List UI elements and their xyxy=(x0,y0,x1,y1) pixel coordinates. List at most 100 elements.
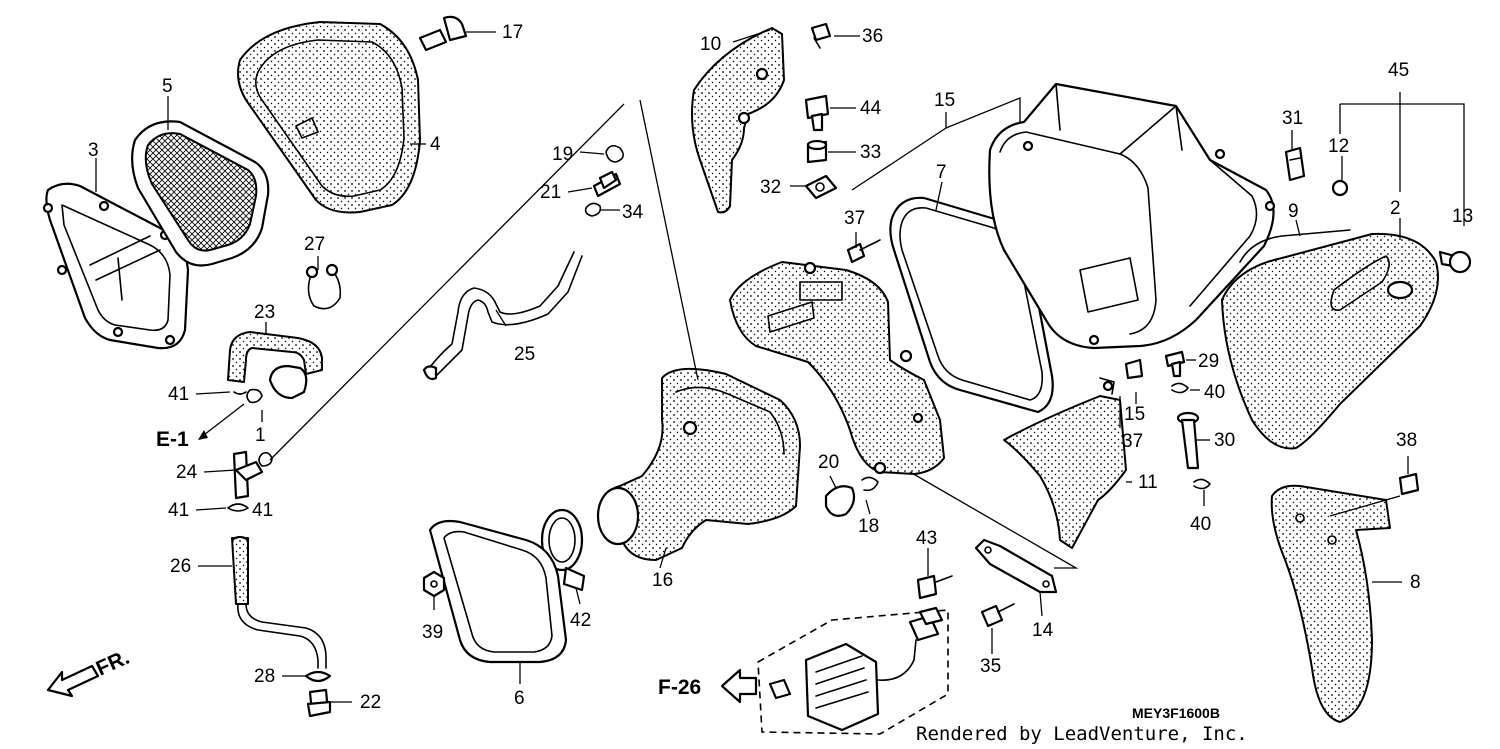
part-11-guard-plate xyxy=(1003,395,1127,549)
callout-41-right: 41 xyxy=(252,500,273,521)
part-31-clip xyxy=(1284,146,1306,182)
part-14-bracket xyxy=(974,538,1058,594)
part-18-clip xyxy=(861,476,879,492)
part-35-screw xyxy=(980,603,1015,628)
callout-14: 14 xyxy=(1032,620,1054,641)
part-9-side-cover-seal xyxy=(1239,229,1351,263)
part-4-air-cleaner-cover xyxy=(237,21,421,214)
callout-23: 23 xyxy=(254,302,275,323)
part-30-bolt xyxy=(1176,411,1200,470)
callout-2: 2 xyxy=(1390,198,1401,219)
callout-20: 20 xyxy=(818,452,839,473)
callout-28: 28 xyxy=(254,666,275,687)
part-42-band xyxy=(540,508,586,592)
part-5-air-filter-element xyxy=(131,120,270,267)
part-40-washer-upper xyxy=(1171,382,1189,394)
callout-24: 24 xyxy=(176,462,198,483)
callout-38: 38 xyxy=(1396,430,1417,451)
part-8-mud-guard xyxy=(1270,484,1391,723)
callout-39: 39 xyxy=(422,622,443,643)
part-44-bolt xyxy=(804,94,830,132)
callout-5: 5 xyxy=(162,76,173,97)
callout-40-lower: 40 xyxy=(1190,514,1211,535)
callout-32: 32 xyxy=(760,177,781,198)
part-33-collar xyxy=(806,139,828,164)
callout-1: 1 xyxy=(255,425,266,446)
part-34-clip xyxy=(584,202,602,217)
callout-15-upper: 15 xyxy=(934,90,955,111)
callout-40-upper: 40 xyxy=(1204,382,1225,403)
callout-6: 6 xyxy=(514,688,525,709)
callout-16: 16 xyxy=(652,570,673,591)
callout-12: 12 xyxy=(1328,136,1349,157)
callout-41-upper: 41 xyxy=(168,384,189,405)
part-19-clip xyxy=(605,144,624,163)
part-22-drain-plug xyxy=(306,688,332,718)
part-27-band-clip xyxy=(305,263,342,310)
diagram-code: MEY3F1600B xyxy=(1132,705,1220,721)
callout-15-lower: 15 xyxy=(1124,404,1145,425)
callout-18: 18 xyxy=(858,516,879,537)
callout-9: 9 xyxy=(1288,201,1299,222)
callout-42: 42 xyxy=(570,610,591,631)
callout-labels: 1 2 3 4 5 6 7 8 9 10 11 12 13 14 15 15 1… xyxy=(88,22,1473,713)
credit-text: Rendered by LeadVenture, Inc. xyxy=(916,723,1248,745)
callout-34: 34 xyxy=(622,202,644,223)
callout-27: 27 xyxy=(304,234,325,255)
part-20-cap xyxy=(824,485,856,517)
f26-arrow-icon xyxy=(720,668,758,704)
callout-35: 35 xyxy=(980,656,1001,677)
callout-3: 3 xyxy=(88,140,99,161)
callout-4: 4 xyxy=(430,134,441,155)
callout-37-upper: 37 xyxy=(844,208,865,229)
part-12-nut xyxy=(1331,179,1349,197)
callout-41-left: 41 xyxy=(168,500,189,521)
part-23-drain-tube xyxy=(227,331,323,400)
callout-26: 26 xyxy=(170,556,191,577)
callout-36: 36 xyxy=(862,26,883,47)
callout-11: 11 xyxy=(1138,472,1158,493)
part-1-joint-and-clips xyxy=(227,388,273,512)
callout-17: 17 xyxy=(502,22,523,43)
callout-10: 10 xyxy=(700,34,721,55)
part-6-gasket xyxy=(428,519,568,664)
part-32-grommet xyxy=(804,174,838,200)
callout-21: 21 xyxy=(540,182,561,203)
callout-44: 44 xyxy=(860,98,882,119)
part-10-cover xyxy=(691,27,785,214)
part-28-clip xyxy=(304,670,332,683)
part-36-screw xyxy=(810,22,832,49)
callout-31: 31 xyxy=(1282,108,1303,129)
part-13-screw xyxy=(1438,250,1472,274)
callout-43: 43 xyxy=(916,528,937,549)
callout-7: 7 xyxy=(936,162,947,183)
part-37-screw-upper xyxy=(846,239,881,264)
callout-19: 19 xyxy=(552,144,573,165)
part-17-screw xyxy=(418,15,468,52)
air-cleaner-case xyxy=(988,82,1276,350)
ref-e1-label: E-1 xyxy=(156,428,189,451)
part-25-breather-hose xyxy=(422,251,583,381)
callout-29: 29 xyxy=(1198,351,1219,372)
part-40-washer-lower xyxy=(1193,478,1211,490)
part-15-air-cleaner-bracket xyxy=(729,261,945,475)
callout-33: 33 xyxy=(860,142,881,163)
part-26-drain-tube xyxy=(231,535,327,669)
part-39-nut xyxy=(422,570,446,598)
front-label: FR. xyxy=(93,646,133,681)
part-21-joint xyxy=(592,170,622,198)
regulator-assembly xyxy=(757,606,949,735)
part-43-bolt xyxy=(916,574,953,600)
callout-8: 8 xyxy=(1410,572,1421,593)
part-16-connecting-tube xyxy=(596,367,801,561)
ref-f26-label: F-26 xyxy=(658,676,701,699)
callout-30: 30 xyxy=(1214,430,1235,451)
leader-lines xyxy=(95,29,1465,703)
part-37-screw-lower xyxy=(1099,377,1115,395)
callout-13: 13 xyxy=(1452,206,1473,227)
part-38-screw xyxy=(1398,472,1420,496)
front-arrow-icon xyxy=(46,664,100,698)
part-3-element-holder xyxy=(42,182,190,350)
part-29-bolt xyxy=(1164,350,1186,378)
